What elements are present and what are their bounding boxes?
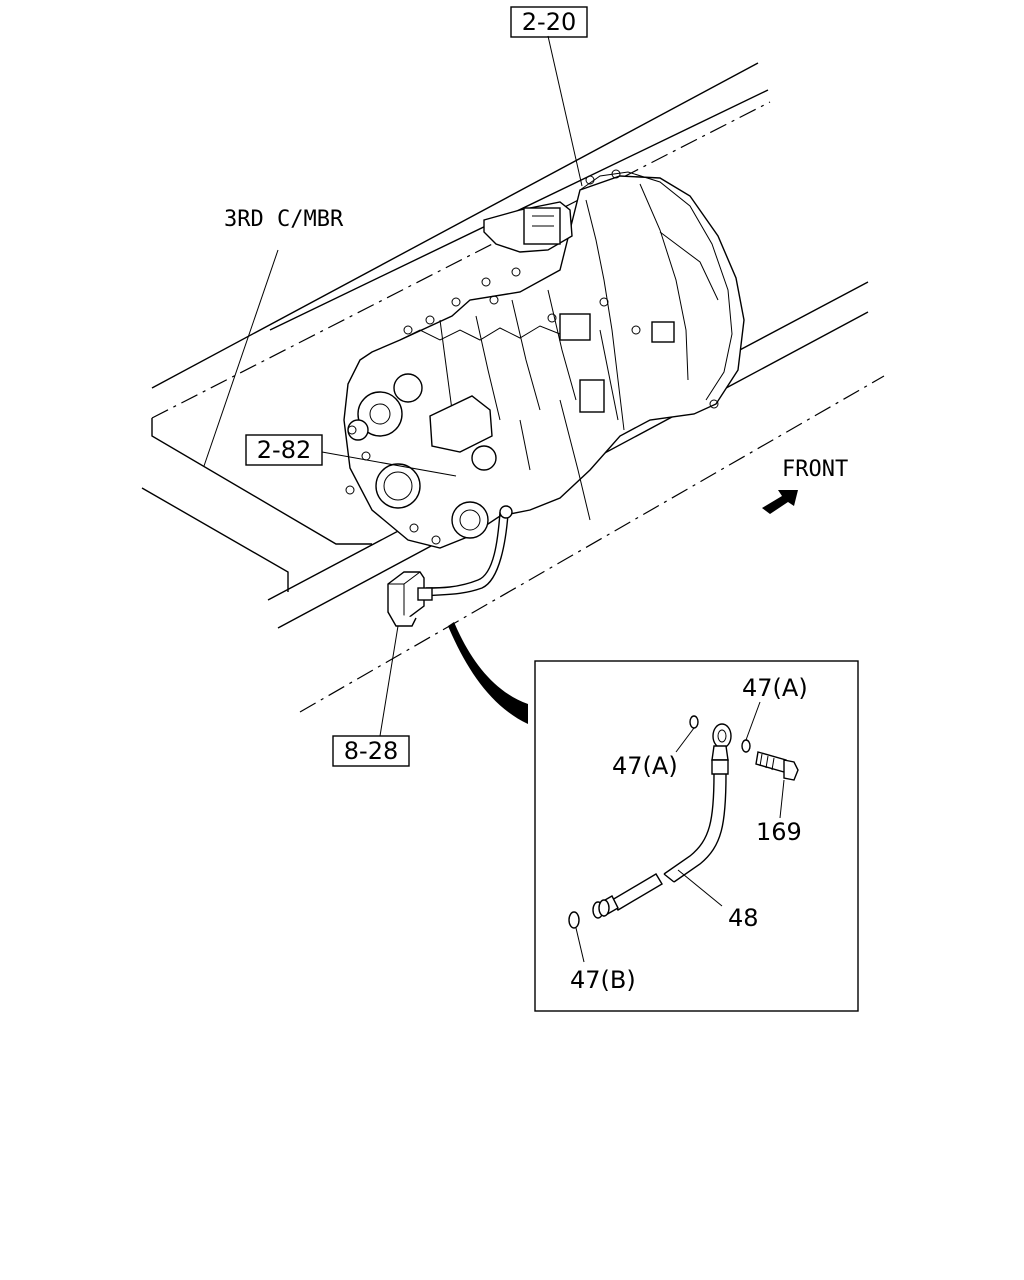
callout-2-82: 2-82 [245,434,323,466]
part-169-label: 169 [756,818,802,846]
front-label: FRONT [782,457,848,482]
third-crossmember [141,418,372,592]
washer-47a-left [689,715,699,729]
callout-8-28: 8-28 [332,735,410,767]
part-47b-label: 47(B) [570,966,636,994]
part-47a-top-label: 47(A) [742,674,808,702]
arrow-front-icon [762,490,798,514]
hose-48 [592,773,727,919]
ref-2-20-label: 2-20 [522,8,576,36]
case-bolts [345,169,719,545]
detail-inset: 47(A) 47(A) 169 48 47(B) [534,660,859,1012]
leader-lines [203,35,583,737]
transmission-assembly [343,169,745,549]
ref-8-28-label: 8-28 [344,737,398,765]
washer-47a-right [741,739,751,753]
ref-2-82-label: 2-82 [257,436,311,464]
callout-2-20: 2-20 [510,6,588,38]
part-47a-left-label: 47(A) [612,752,678,780]
sensor-8-28 [387,571,433,627]
part-48-label: 48 [728,904,759,932]
third-crossmember-label: 3RD C/MBR [224,207,344,232]
washer-47b [568,911,580,929]
banjo-fitting [711,723,732,775]
banjo-bolt-169 [755,751,799,781]
front-indicator: FRONT [762,457,848,514]
hose-routing [425,505,513,597]
